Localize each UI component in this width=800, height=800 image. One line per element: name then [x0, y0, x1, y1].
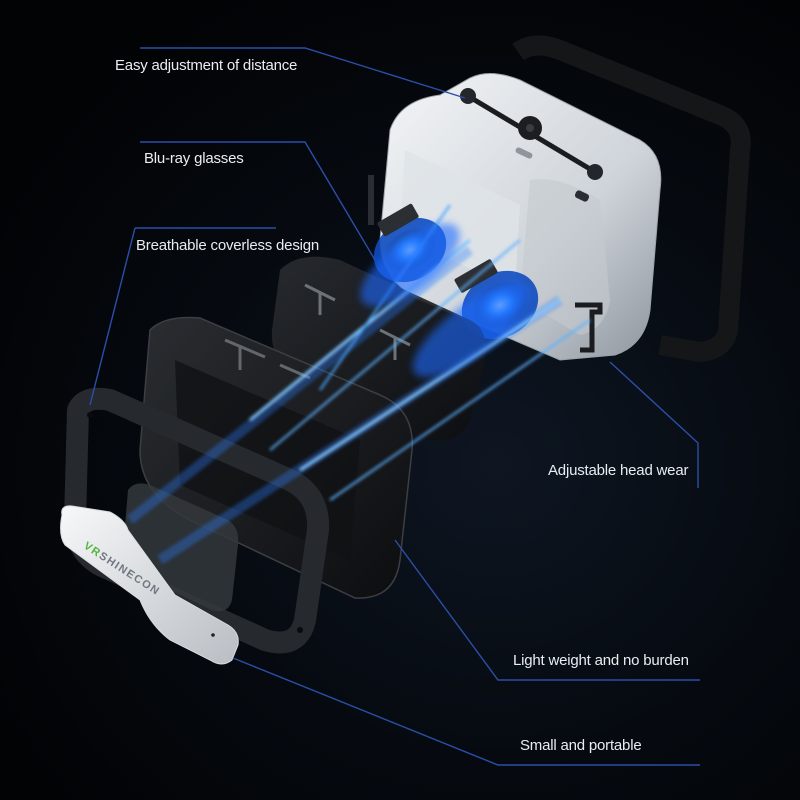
callout-lines: [89, 47, 700, 766]
headset-shell: [368, 73, 662, 361]
inner-frame: [271, 256, 486, 441]
front-cover: [60, 505, 239, 665]
callout-portable: Small and portable: [520, 737, 642, 754]
light-beams: [126, 204, 591, 565]
callout-line-lightweight: [394, 539, 700, 681]
head-strap: [512, 35, 751, 362]
callout-breathable: Breathable coverless design: [136, 237, 320, 254]
callout-distance: Easy adjustment of distance: [115, 57, 298, 74]
callout-line-distance: [140, 47, 466, 99]
callout-line-headwear: [609, 361, 699, 488]
callout-line-breathable-left: [89, 227, 136, 406]
distance-adjuster: [460, 88, 603, 180]
callout-lenses: Blu-ray glasses: [144, 150, 244, 167]
callout-line-lenses: [140, 141, 376, 261]
callout-lightweight: Light weight and no burden: [513, 652, 689, 669]
callout-headwear: Adjustable head wear: [548, 462, 689, 479]
callout-line-portable: [232, 657, 700, 766]
